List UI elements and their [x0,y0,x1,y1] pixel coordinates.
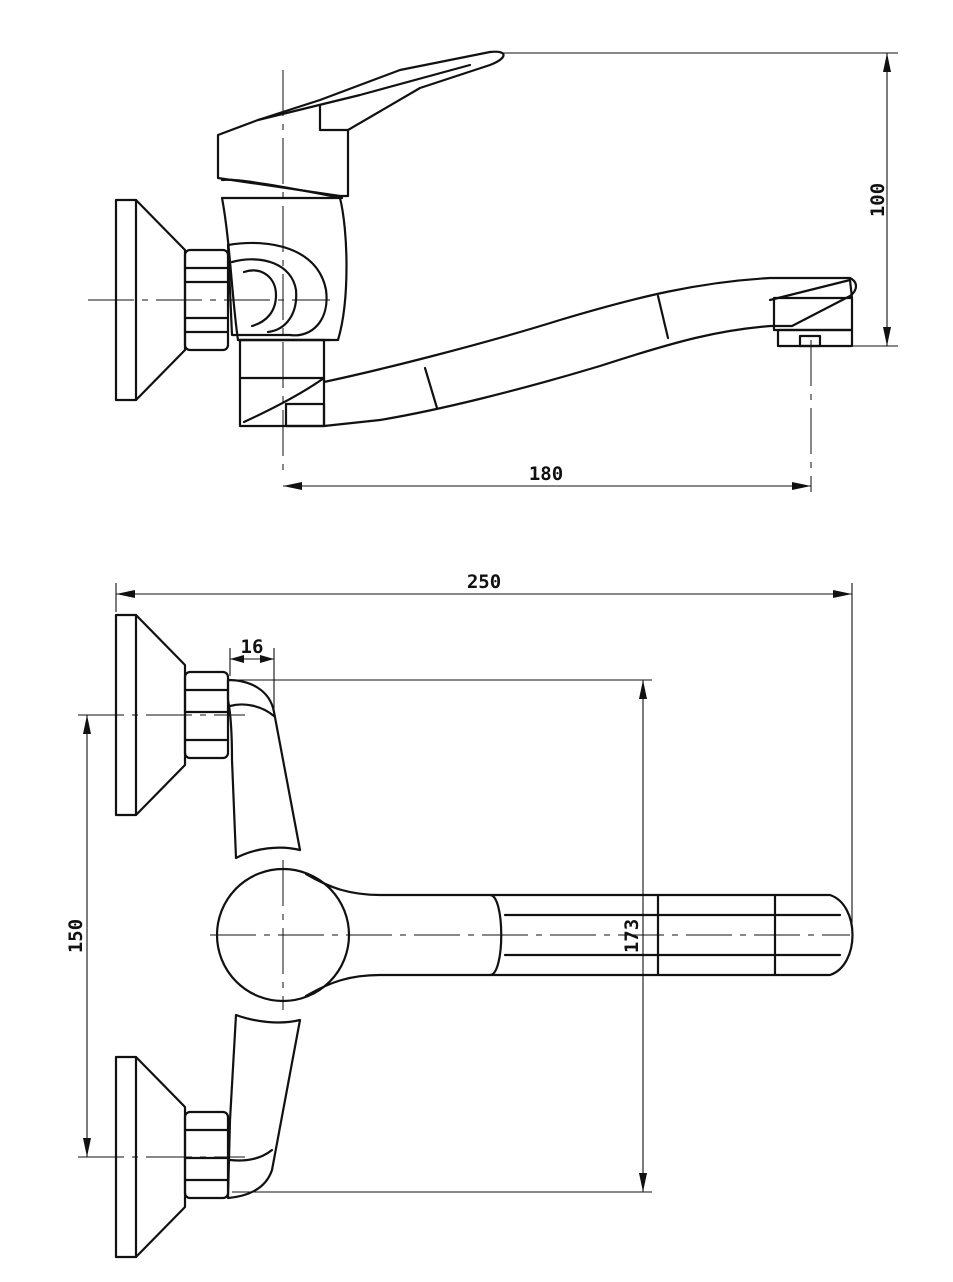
dimension-180: 180 [283,463,811,490]
dimension-250: 250 [115,571,853,930]
dimension-173-label: 173 [621,919,643,953]
eccentric-connector [226,241,328,337]
dimension-16-label: 16 [241,636,264,658]
lower-arm [226,1013,302,1200]
spout-swivel [238,338,326,428]
dimension-150-label: 150 [65,919,87,953]
dimension-150: 150 [65,715,91,1157]
dimension-16: 16 [229,636,275,712]
dimension-100: 100 [500,52,898,347]
upper-arm [226,678,302,860]
dimension-180-label: 180 [529,463,563,485]
dimension-173: 173 [232,679,652,1193]
aerator [768,278,854,348]
spout [322,276,858,428]
lever-handle [216,50,505,198]
top-view: 250 16 150 173 [65,571,854,1259]
side-view: 100 180 [88,50,898,492]
dimension-250-label: 250 [467,571,501,593]
dimension-100-label: 100 [867,183,889,217]
lower-hex-nut [183,1110,230,1200]
